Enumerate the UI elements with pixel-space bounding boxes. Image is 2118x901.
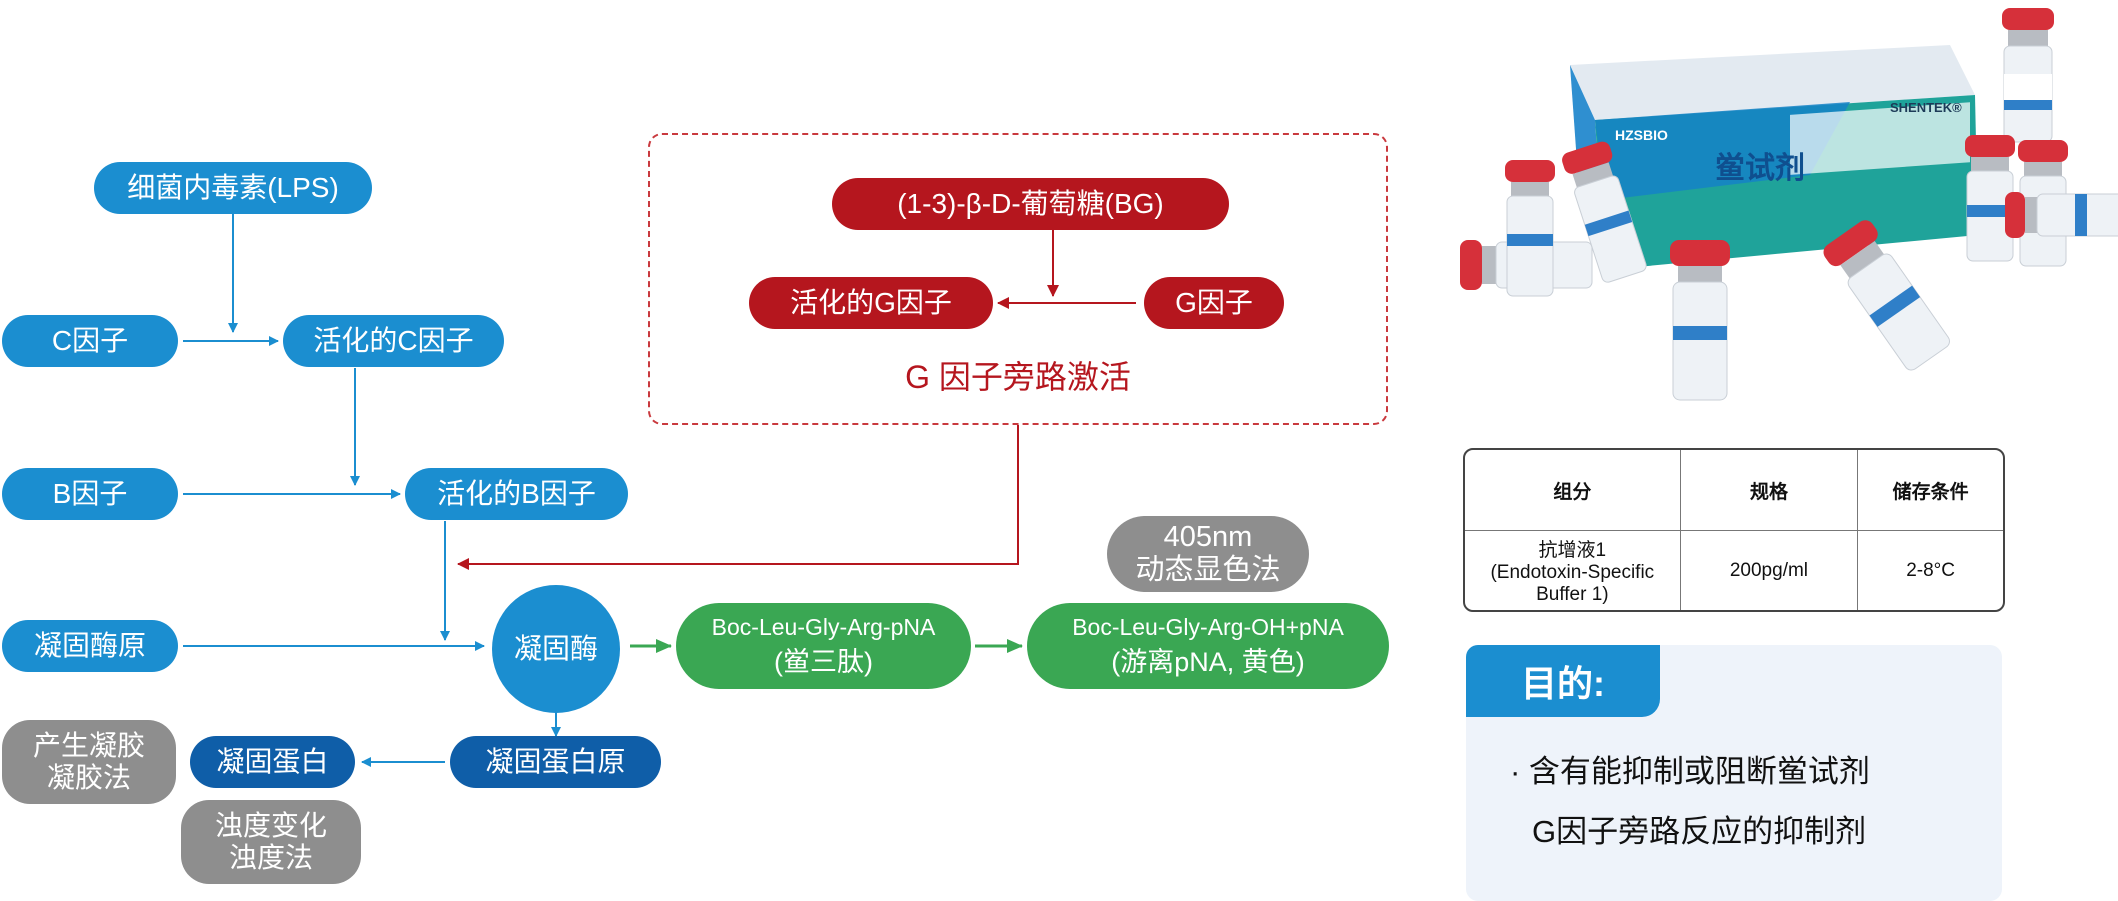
chromogenic-method-line1: 405nm [1163,520,1253,553]
box-name-text: 鲎试剂 [1715,151,1805,186]
box-brand-text: SHENTEK® [1890,100,1962,115]
turbidimetric-method-node: 浊度变化 浊度法 [181,800,361,884]
purpose-title: 目的: [1466,645,1660,717]
substrate-line2: (鲎三肽) [774,646,873,677]
substrate-node: Boc-Leu-Gly-Arg-pNA (鲎三肽) [676,603,971,689]
proclotting-enzyme-node: 凝固酶原 [2,620,178,672]
gel-method-node: 产生凝胶 凝胶法 [2,720,176,804]
header-spec: 规格 [1679,450,1859,531]
vials [1460,8,2118,401]
header-component: 组分 [1465,450,1681,531]
reagent-box: SHENTEK® 鲎试剂 HZSBIO [1570,45,1978,270]
gel-method-line1: 产生凝胶 [32,729,145,761]
arrow-g-pathway-bypass [457,425,1019,570]
box-logo-text: HZSBIO [1615,127,1668,143]
factor-b-node: B因子 [2,468,178,520]
g-pathway-box [648,133,1388,425]
cell-component: 抗增液1 (Endotoxin-Specific Buffer 1) [1465,530,1681,610]
beta-glucan-node: (1-3)-β-D-葡萄糖(BG) [832,178,1229,230]
factor-g-node: G因子 [1144,277,1284,329]
active-factor-g-node: 活化的G因子 [749,277,993,329]
coagulin-node: 凝固蛋白 [190,736,355,788]
product-line2: (游离pNA, 黄色) [1111,646,1305,677]
chromogenic-method-line2: 动态显色法 [1135,554,1281,586]
clotting-enzyme-node: 凝固酶 [492,585,620,713]
spec-table: 组分 规格 储存条件 抗增液1 (Endotoxin-Specific Buff… [1463,448,2005,612]
product-photo: SHENTEK® 鲎试剂 HZSBIO [1460,8,2118,401]
purpose-line2: G因子旁路反应的抑制剂 [1532,814,1867,849]
g-pathway-title: G 因子旁路激活 [905,359,1131,395]
purpose-line1: · 含有能抑制或阻断鲎试剂 [1510,754,1870,789]
substrate-line1: Boc-Leu-Gly-Arg-pNA [711,614,936,641]
active-factor-b-node: 活化的B因子 [405,468,628,520]
component-line2: (Endotoxin-Specific Buffer 1) [1490,562,1655,605]
cell-storage: 2-8°C [1857,530,2003,610]
gel-method-line2: 凝胶法 [46,762,131,793]
factor-c-node: C因子 [2,315,178,367]
coagulogen-node: 凝固蛋白原 [450,736,661,788]
turbidimetric-method-line2: 浊度法 [228,842,313,873]
turbidimetric-method-line1: 浊度变化 [214,809,327,841]
product-node: Boc-Leu-Gly-Arg-OH+pNA (游离pNA, 黄色) [1027,603,1389,689]
header-storage: 储存条件 [1857,450,2003,531]
cell-spec: 200pg/ml [1679,530,1859,610]
lps-node: 细菌内毒素(LPS) [94,162,372,214]
chromogenic-method-node: 405nm 动态显色法 [1107,516,1309,592]
component-line1: 抗增液1 [1538,540,1607,561]
table-row: 抗增液1 (Endotoxin-Specific Buffer 1) 200pg… [1465,530,2003,610]
table-header-row: 组分 规格 储存条件 [1465,450,2003,531]
active-factor-c-node: 活化的C因子 [283,315,504,367]
product-line1: Boc-Leu-Gly-Arg-OH+pNA [1072,614,1344,641]
